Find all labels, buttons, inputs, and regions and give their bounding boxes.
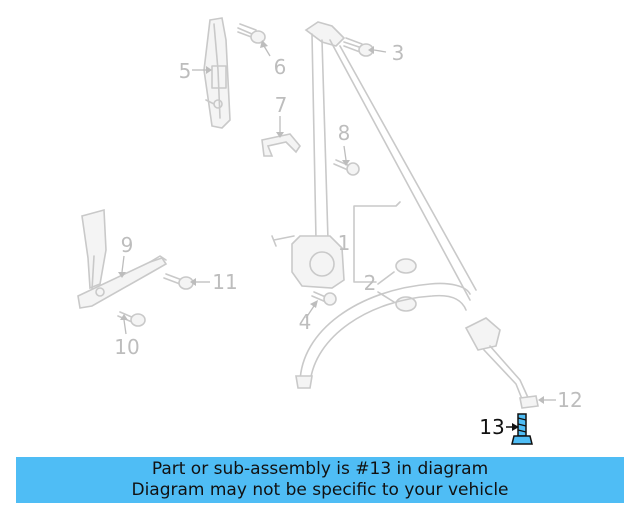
callout-12: 12 — [557, 388, 582, 412]
callout-2: 2 — [364, 271, 377, 295]
callout-10: 10 — [114, 335, 139, 359]
part-9-buckle-stalk — [77, 208, 168, 309]
part-7-clip — [261, 133, 301, 157]
callout-11: 11 — [212, 270, 237, 294]
part-1-seat-belt-assembly — [271, 21, 477, 301]
banner-line-1: Part or sub-assembly is #13 in diagram — [151, 459, 489, 479]
info-banner: Part or sub-assembly is #13 in diagram D… — [16, 457, 624, 503]
callout-7: 7 — [275, 93, 288, 117]
part-3-bolt — [343, 37, 374, 57]
part-6-bolt — [237, 23, 266, 44]
callout-1: 1 — [338, 231, 351, 255]
part-8-bolt — [333, 159, 360, 176]
part-10-bolt — [117, 311, 146, 327]
callout-8: 8 — [338, 121, 351, 145]
callout-4: 4 — [299, 310, 312, 334]
part-11-bolt — [163, 273, 194, 290]
part-5-anchor-bracket — [203, 17, 231, 129]
callout-3: 3 — [392, 41, 405, 65]
leaders — [118, 40, 556, 431]
part-2-plugs — [377, 258, 417, 312]
part-13-bolt-highlighted[interactable] — [511, 413, 533, 445]
part-4-bolt — [311, 291, 337, 306]
callout-5: 5 — [179, 59, 192, 83]
callout-9: 9 — [121, 233, 134, 257]
part-12-buckle — [464, 317, 539, 409]
lower-anchor-strap — [295, 282, 471, 389]
callout-6: 6 — [274, 55, 287, 79]
callout-13-highlighted: 13 — [479, 415, 504, 439]
banner-line-2: Diagram may not be specific to your vehi… — [131, 480, 509, 500]
